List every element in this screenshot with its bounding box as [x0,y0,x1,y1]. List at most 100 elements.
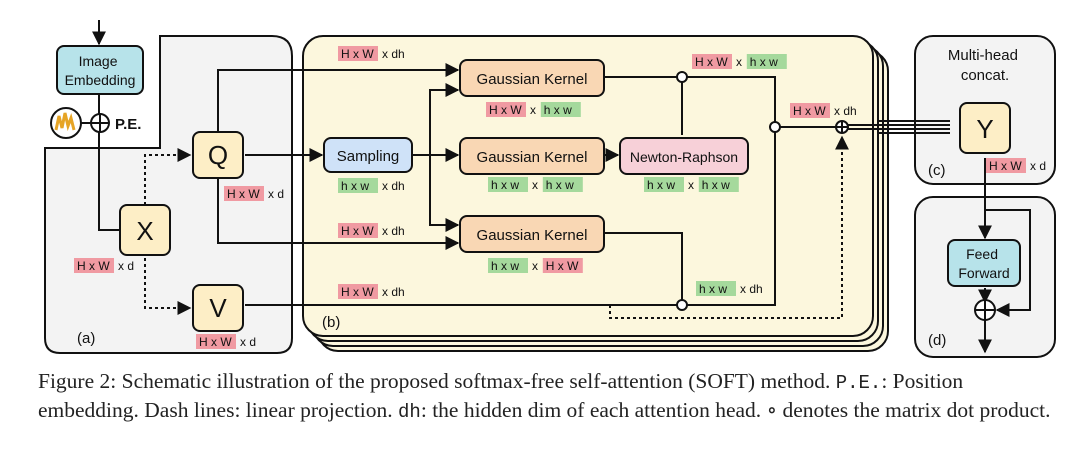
dim-tag-text: x dh [382,285,405,299]
dim-tag-text: x d [268,187,284,201]
dim-tag-text: h x w [702,178,730,192]
kernel-label-3: Gaussian Kernel [477,227,588,244]
pe-label: P.E. [115,116,141,133]
dim-tag-bg [540,102,581,117]
dot-node-2 [769,121,781,133]
dim-tag-bg [692,54,732,69]
kernel-block-2 [459,137,605,175]
plus-node-ff [974,299,996,321]
panel-c-label: (c) [928,162,946,179]
dim-tag-bg [542,177,583,192]
dot-product-nodes [676,71,781,311]
dim-tag-text: H x W [199,335,232,349]
dot-node-3 [676,299,688,311]
dim-tag-text: H x W [227,187,260,201]
dim-tag-bg [790,103,830,118]
dim-tag-text: H x W [793,104,826,118]
panel-a [44,35,293,354]
v-block [192,284,244,332]
feed-forward-label: Feed Forward [958,246,1009,281]
dim-tag-bg [338,223,378,238]
dim-tag-text: H x W [546,259,579,273]
dim-tag-text: x [688,178,694,192]
dim-tag-bg [644,177,684,192]
caption-part-2: : Position embedding. Dash lines: linear… [38,369,964,422]
dim-tag-bg [486,102,526,117]
dim-tag-text: x [532,259,538,273]
figure-caption: Figure 2: Schematic illustration of the … [38,368,1058,426]
panel-b [302,35,874,337]
dim-tag-bg [542,258,583,273]
dim-tag-bg [488,258,528,273]
caption-dh-mono: dh [398,401,421,423]
dim-tag-text: H x W [341,285,374,299]
panel-d-label: (d) [928,332,946,349]
dim-tag-text: x d [118,259,134,273]
x-block [119,204,171,256]
dim-tag-text: H x W [77,259,110,273]
kernel-block-1 [459,59,605,97]
plus-node-attn [835,120,849,134]
kernel-label-2: Gaussian Kernel [477,149,588,166]
dim-tag-text: x d [1030,159,1046,173]
dim-tag-text: x dh [382,179,405,193]
dim-tag-bg [338,46,378,61]
dim-tag-text: h x w [491,259,519,273]
dim-tag-text: h x w [341,179,369,193]
caption-part-3: : the hidden dim of each attention head.… [420,398,1051,422]
dim-tag-text: H x W [489,103,522,117]
newton-raphson-label: Newton-Raphson [630,149,738,165]
dim-tag-text: x dh [382,47,405,61]
multi-head-label: Multi-head concat. [948,47,1022,84]
image-embedding-label: Image Embedding [65,53,136,88]
plus-node-pe [90,113,110,133]
dim-tag-text: H x W [989,159,1022,173]
image-embedding-block [56,45,144,95]
dim-tag-text: h x w [699,282,727,296]
dim-tag-text: x dh [740,282,763,296]
dim-tag-text: x [736,55,742,69]
feed-forward-block [947,239,1021,287]
position-embedding-icon [50,107,82,139]
softmax-free-attention-diagram: P.E. Image Embedding X Q V Sampling Gaus… [44,20,1056,358]
caption-pe-mono: P.E. [835,372,882,394]
dim-tag-bg [986,158,1026,173]
dim-tag-bg [488,177,528,192]
dim-tag-text: x [530,103,536,117]
panel-b-label: (b) [322,314,340,331]
caption-part-1: Figure 2: Schematic illustration of the … [38,369,836,393]
dim-tag-text: x d [240,335,256,349]
y-block [959,102,1011,154]
dim-tag-text: h x w [750,55,778,69]
y-block-label: Y [976,114,993,144]
dim-tag-bg [698,177,739,192]
dim-tag-bg [696,281,736,296]
sampling-block [323,137,413,173]
kernel-label-1: Gaussian Kernel [477,71,588,88]
dim-tag-text: h x w [647,178,675,192]
q-block [192,131,244,179]
dim-tag-bg [74,258,114,273]
dim-tag-text: H x W [341,47,374,61]
dim-tag-bg [746,54,787,69]
dim-tag-bg [224,186,264,201]
newton-raphson-block [619,137,749,175]
dim-tag-bg [338,284,378,299]
dimension-tags: H x W x dh H x W x d H x W x d H x W x d H x W x … [74,46,1046,349]
panel-a-label: (a) [77,330,95,347]
dim-tag-text: x dh [834,104,857,118]
dim-tag-bg [338,178,378,193]
dim-tag-text: h x w [491,178,519,192]
kernel-block-3 [459,215,605,253]
dim-tag-text: H x W [341,224,374,238]
dim-tag-text: x dh [382,224,405,238]
v-block-label: V [209,293,227,323]
q-block-label: Q [208,140,228,170]
dim-tag-text: h x w [544,103,572,117]
sampling-label: Sampling [337,148,400,165]
dim-tag-text: h x w [546,178,574,192]
dim-tag-text: x [532,178,538,192]
dim-tag-bg [196,334,236,349]
x-block-label: X [136,216,153,246]
dim-tag-text: H x W [695,55,728,69]
